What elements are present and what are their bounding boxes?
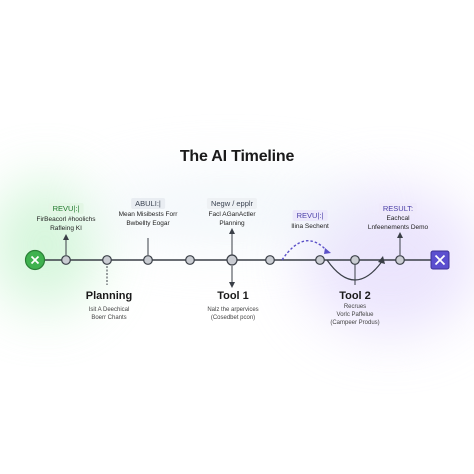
- connector-bottom-2-arrow: [229, 282, 235, 288]
- stage-tool1-note-line-2: (Cosedbet pcon): [210, 315, 256, 321]
- top-desc-3-line-1: Facl AGanActler: [208, 211, 256, 218]
- stage-tool1-title: Tool 1: [217, 290, 249, 302]
- top-desc-5-line-2: Lnfeenements Demo: [367, 223, 429, 231]
- top-tag-4: REVU|:|: [292, 210, 328, 221]
- stage-tool2-note-line-1: Recrues: [343, 304, 367, 310]
- top-desc-4: Ilina Sechent: [291, 223, 329, 232]
- top-desc-1-line-1: FirBeacorl #hoolichs: [36, 216, 96, 223]
- top-desc-2-line-1: Mean Misibests Forr: [118, 211, 178, 218]
- top-desc-3: Facl AGanActler Planning: [209, 211, 256, 228]
- top-desc-1: FirBeacorl #hoolichs Rafleing KI: [37, 216, 96, 233]
- stage-tool1-note: Nalz the arpervices (Cosedbet pcon): [207, 306, 258, 322]
- stage-tool2-note-line-2: Vorlc Paffelue: [336, 312, 374, 318]
- stage-planning-note-line-1: Isit A Deechical: [88, 307, 130, 313]
- diagram-title: The AI Timeline: [179, 148, 295, 165]
- tool2-loop-arrow: [378, 256, 385, 264]
- timeline-node-4[interactable]: [185, 255, 195, 265]
- timeline-node-5[interactable]: [226, 254, 238, 266]
- top-desc-4-line-1: Ilina Sechent: [291, 223, 329, 230]
- top-desc-3-line-2: Planning: [219, 219, 245, 227]
- top-tag-5: RESULT:: [378, 203, 418, 214]
- stage-planning-title: Planning: [85, 290, 133, 302]
- stage-tool2-note: Recrues Vorlc Paffelue (Campeer Produs): [330, 303, 379, 327]
- dashed-arc: [281, 240, 329, 261]
- stage-planning-note: Isit A Deechical Boerr Chants: [89, 306, 130, 322]
- timeline-node-8[interactable]: [350, 255, 360, 265]
- top-desc-2: Mean Misibests Forr Bwbellty Eogar: [119, 211, 178, 228]
- timeline-node-3[interactable]: [143, 255, 153, 265]
- top-tag-1: REVU|:|: [48, 203, 84, 214]
- timeline-node-2[interactable]: [102, 255, 112, 265]
- top-desc-5: Eachcal Lnfeenements Demo: [368, 215, 428, 232]
- top-tag-3: Negw / epplr: [206, 198, 258, 209]
- connector-top-5-arrow: [397, 232, 403, 238]
- top-desc-5-line-1: Eachcal: [386, 215, 410, 222]
- connector-top-3-arrow: [229, 228, 235, 234]
- x-icon: [434, 254, 446, 266]
- stage-tool2-note-line-3: (Campeer Produs): [330, 320, 380, 326]
- timeline-node-6[interactable]: [265, 255, 275, 265]
- start-node[interactable]: [24, 249, 46, 271]
- dashed-arc-arrow: [324, 248, 331, 254]
- timeline-node-7[interactable]: [315, 255, 325, 265]
- top-desc-2-line-2: Bwbellty Eogar: [126, 219, 170, 227]
- stage-tool2-title: Tool 2: [339, 290, 371, 302]
- top-desc-1-line-2: Rafleing KI: [50, 224, 82, 232]
- top-tag-2: ABULI:|: [131, 198, 165, 209]
- x-icon: [30, 255, 40, 265]
- connector-top-1-arrow: [63, 234, 69, 240]
- timeline-node-1[interactable]: [61, 255, 71, 265]
- end-node[interactable]: [430, 250, 450, 270]
- stage-planning-note-line-2: Boerr Chants: [91, 315, 127, 321]
- stage-tool1-note-line-1: Nalz the arpervices: [207, 307, 259, 313]
- timeline-node-9[interactable]: [395, 255, 405, 265]
